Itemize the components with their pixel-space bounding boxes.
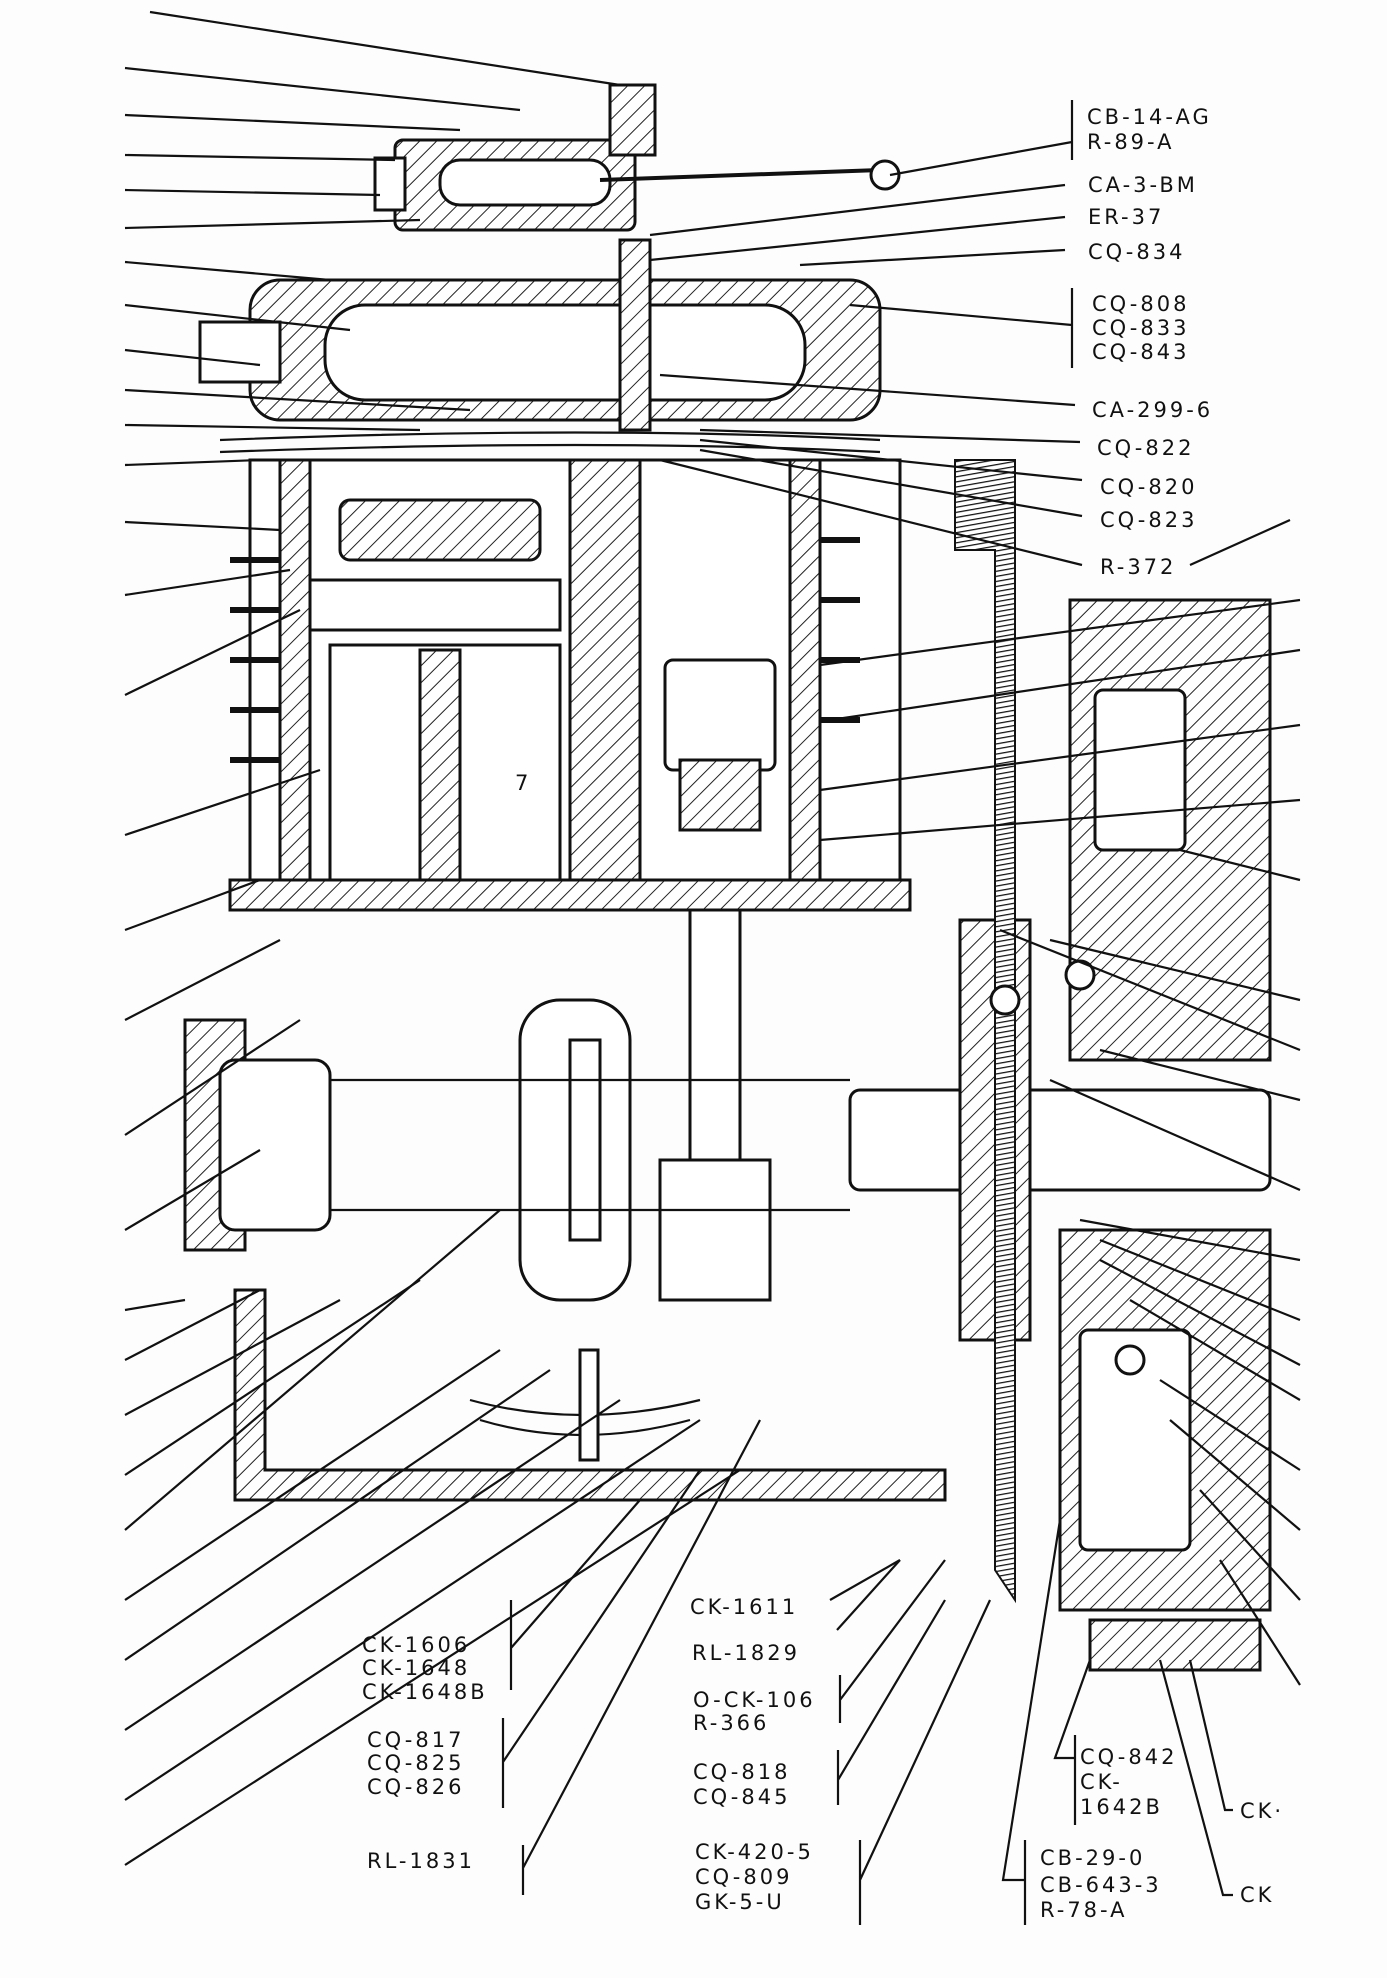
cylinder-block — [230, 458, 902, 1162]
part-label: CA-299-6 — [1092, 398, 1213, 422]
part-label: CQ-843 — [1092, 340, 1189, 364]
part-label: CQ-818 — [693, 1760, 790, 1784]
part-label: 1642B — [1080, 1795, 1163, 1819]
part-label: CK — [1240, 1883, 1274, 1907]
bottom-leader-lines — [501, 1419, 1233, 1925]
part-label: CQ-820 — [1100, 475, 1197, 499]
callout-number: 7 — [515, 771, 531, 795]
part-label: CK-1606 — [362, 1633, 470, 1657]
part-label: CQ-833 — [1092, 316, 1189, 340]
right-leader-lines — [649, 100, 1301, 1686]
part-label: CB-29-0 — [1040, 1846, 1145, 1870]
part-label: CK-1648 — [362, 1656, 470, 1680]
part-label: CA-3-BM — [1088, 173, 1198, 197]
part-label: CQ-809 — [695, 1865, 792, 1889]
right-labels: CB-14-AG R-89-A CA-3-BM ER-37 CQ-834 CQ-… — [1087, 105, 1213, 579]
bottom-labels: CK-1606 CK-1648 CK-1648B CQ-817 CQ-825 C… — [362, 1595, 1284, 1922]
crankcase — [183, 878, 947, 1502]
part-label: CQ-822 — [1097, 436, 1194, 460]
part-label: CQ-842 — [1080, 1745, 1177, 1769]
part-label: CQ-808 — [1092, 292, 1189, 316]
part-label: ER-37 — [1088, 205, 1164, 229]
part-label: CB-14-AG — [1087, 105, 1212, 129]
part-label: R-78-A — [1040, 1898, 1128, 1922]
part-label: RL-1829 — [692, 1641, 800, 1665]
part-label: RL-1831 — [367, 1849, 475, 1873]
part-label: CB-643-3 — [1040, 1873, 1162, 1897]
part-label: CK- — [1080, 1770, 1123, 1794]
part-label: CQ-823 — [1100, 508, 1197, 532]
part-label: CK-1648B — [362, 1680, 488, 1704]
part-label: R-89-A — [1087, 130, 1175, 154]
part-label: CK-420-5 — [695, 1840, 814, 1864]
part-label: CQ-845 — [693, 1785, 790, 1809]
part-label: CK-1611 — [690, 1595, 798, 1619]
part-label: R-372 — [1100, 555, 1176, 579]
part-label: CQ-825 — [367, 1751, 464, 1775]
part-label: O-CK-106 — [693, 1688, 816, 1712]
part-label: CQ-826 — [367, 1775, 464, 1799]
cylinder-head — [198, 83, 901, 454]
part-label: R-366 — [693, 1711, 769, 1735]
left-leader-lines — [124, 10, 741, 1866]
part-label: CQ-817 — [367, 1728, 464, 1752]
part-label: CK· — [1240, 1799, 1284, 1823]
part-label: GK-5-U — [695, 1890, 785, 1914]
part-label: CQ-834 — [1088, 240, 1185, 264]
